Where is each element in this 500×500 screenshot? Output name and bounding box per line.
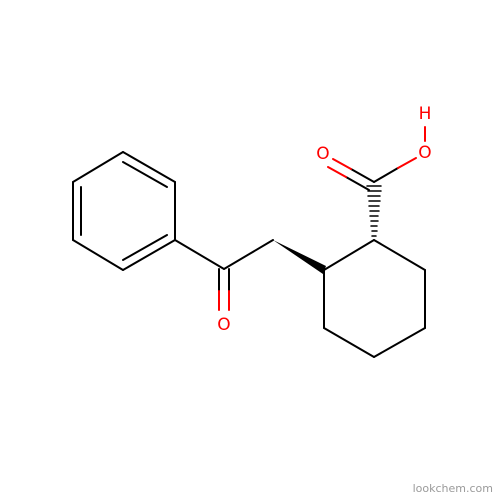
- hashed-wedge-bond-to-carboxyl: [366, 185, 382, 237]
- phenyl-bond: [72, 151, 124, 183]
- ketone-oxygen-label: O: [217, 315, 230, 335]
- phenyl-bond: [72, 239, 124, 271]
- carbonyl-to-methylene-bond: [223, 239, 274, 270]
- phenyl-inner-double-bond: [122, 234, 168, 261]
- cyclohexane-bond: [323, 327, 375, 358]
- phenyl-ring: [72, 151, 176, 271]
- acid-carbonyl-oxygen-label: O: [316, 144, 329, 164]
- phenyl-inner-double-bond: [122, 161, 168, 188]
- cyclohexane-bond: [373, 239, 426, 271]
- acid-double-bond-outer-red: [332, 158, 352, 170]
- cyclohexane-bond: [373, 327, 426, 358]
- cyclohexane-bond: [323, 239, 375, 271]
- acid-double-bond-inner-red: [327, 166, 347, 178]
- acid-double-bond-inner: [345, 176, 370, 191]
- hydroxyl-hydrogen-label: H: [419, 104, 432, 124]
- wedge-bond-to-methylene: [273, 240, 326, 274]
- acid-double-bond-outer: [350, 168, 375, 183]
- acid-single-bond-red: [397, 157, 417, 169]
- hydroxyl-oxygen-label: O: [418, 143, 431, 163]
- phenyl-bond: [122, 151, 176, 183]
- carboxylic-acid-group: O O H: [316, 104, 432, 191]
- ring-to-carbonyl-bond: [174, 239, 225, 270]
- acid-single-bond: [373, 167, 399, 183]
- phenyl-bond: [122, 239, 176, 271]
- watermark-text: lookchem.com: [413, 482, 493, 495]
- cyclohexane-ring: [323, 239, 426, 358]
- ketone-group: O: [174, 239, 274, 335]
